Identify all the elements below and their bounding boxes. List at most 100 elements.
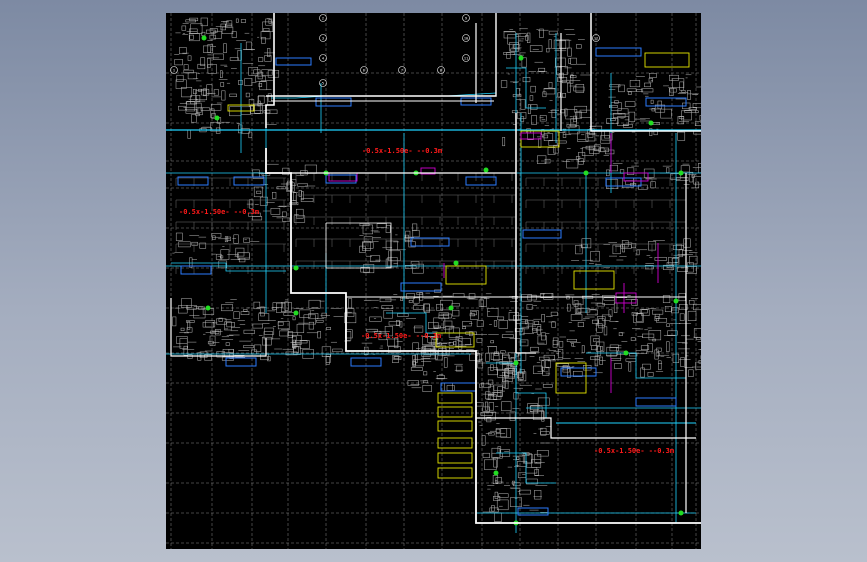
room-detail xyxy=(249,105,261,114)
room-detail xyxy=(530,405,540,410)
room-detail xyxy=(647,343,653,353)
room-detail xyxy=(501,334,514,338)
equipment-node xyxy=(678,170,684,176)
room-detail xyxy=(543,88,556,95)
room-detail xyxy=(627,91,632,95)
room-detail xyxy=(482,452,490,458)
room-detail xyxy=(485,391,491,400)
room-detail xyxy=(581,147,594,156)
room-detail xyxy=(404,234,409,243)
room-detail xyxy=(476,353,481,362)
equipment-magenta xyxy=(615,292,637,304)
equipment-magenta xyxy=(520,132,542,140)
duct-box xyxy=(400,282,442,292)
room-detail xyxy=(443,320,453,330)
room-detail xyxy=(316,319,324,323)
room-detail xyxy=(206,29,216,34)
room-detail xyxy=(522,77,531,83)
room-detail xyxy=(612,244,621,255)
equipment-node xyxy=(583,170,589,176)
room-detail xyxy=(487,394,497,400)
room-detail xyxy=(176,74,184,82)
room-detail xyxy=(500,428,511,438)
room-detail xyxy=(573,115,577,123)
duct-box xyxy=(233,176,265,186)
duct-box xyxy=(605,177,642,187)
room-detail xyxy=(407,380,419,386)
room-detail xyxy=(530,85,536,93)
zone-label-2: -0.5x-1.50e- --0.3m xyxy=(179,208,259,216)
room-detail xyxy=(629,353,638,357)
room-detail xyxy=(203,45,211,53)
room-detail xyxy=(325,354,331,363)
room-detail xyxy=(413,359,424,367)
room-detail xyxy=(543,293,554,300)
room-detail xyxy=(458,340,463,350)
equipment-unit xyxy=(437,406,473,418)
wall xyxy=(476,417,696,439)
equipment-unit xyxy=(437,467,473,479)
room-detail xyxy=(493,320,498,327)
room-detail xyxy=(233,311,240,319)
room-detail xyxy=(190,95,196,105)
room-detail xyxy=(303,314,316,325)
room-detail xyxy=(187,55,192,61)
room-detail xyxy=(245,41,252,50)
room-detail xyxy=(534,453,542,464)
duct-box xyxy=(350,357,382,367)
room-detail xyxy=(422,385,432,392)
room-detail xyxy=(558,341,564,348)
equipment-unit xyxy=(437,437,473,449)
room-detail xyxy=(507,352,516,359)
room-detail xyxy=(541,129,545,136)
room-detail xyxy=(281,302,292,312)
room-detail xyxy=(630,337,636,341)
axis-marker-label: 8 xyxy=(440,68,442,72)
room-detail xyxy=(412,229,420,238)
room-detail xyxy=(576,44,582,49)
room-detail xyxy=(198,88,203,92)
room-detail xyxy=(585,145,596,150)
room-detail xyxy=(490,352,503,360)
room-detail xyxy=(620,244,632,249)
room-detail xyxy=(479,383,491,388)
room-detail xyxy=(603,326,608,336)
axis-marker-8 xyxy=(437,66,445,74)
duct-box xyxy=(595,47,642,57)
room-detail xyxy=(666,341,670,352)
room-detail xyxy=(188,33,200,42)
room-detail xyxy=(388,250,401,261)
room-detail xyxy=(515,33,527,37)
axis-marker-label: 11 xyxy=(464,56,468,60)
room-detail xyxy=(387,257,398,268)
room-detail xyxy=(277,321,284,326)
equipment-unit xyxy=(437,452,473,464)
duct-box xyxy=(517,507,549,516)
room-detail xyxy=(520,321,529,330)
equipment-unit xyxy=(437,420,473,432)
room-detail xyxy=(510,357,515,364)
room-detail xyxy=(451,303,460,307)
room-detail xyxy=(223,43,227,53)
room-detail xyxy=(600,147,605,152)
room-detail xyxy=(293,346,299,353)
room-detail xyxy=(378,332,388,341)
room-detail xyxy=(642,333,655,338)
room-detail xyxy=(594,144,601,152)
room-detail xyxy=(558,140,567,144)
room-detail xyxy=(564,108,568,117)
room-detail xyxy=(529,95,534,101)
room-detail xyxy=(212,235,216,240)
room-detail xyxy=(679,313,685,321)
room-detail xyxy=(631,299,638,306)
room-detail xyxy=(639,308,648,314)
room-detail xyxy=(393,356,402,360)
room-detail xyxy=(186,327,193,333)
room-detail xyxy=(551,321,556,328)
room-detail xyxy=(235,247,245,257)
room-detail xyxy=(497,386,503,397)
room-detail xyxy=(636,313,643,323)
room-detail xyxy=(495,428,501,433)
